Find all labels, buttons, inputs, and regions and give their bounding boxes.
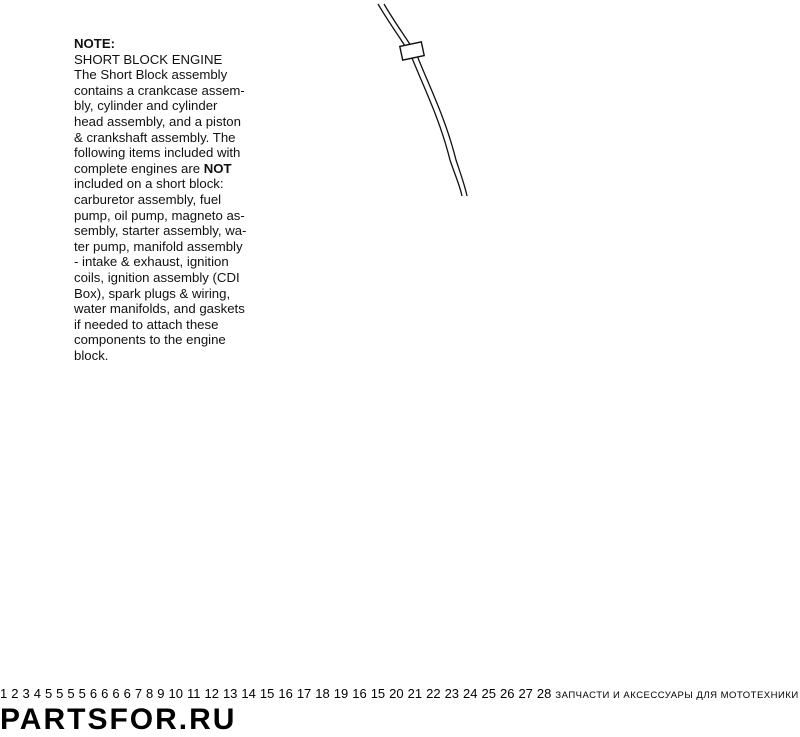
clutch-axis-line: 1 2 3 4 5 5 5 5 6 6 6 6 7 8 9 10 11 12 1…	[0, 685, 799, 736]
note-line: ter pump, manifold assembly	[74, 238, 243, 254]
callout-15-lower: 15	[370, 686, 386, 701]
note-line: bly, cylinder and cylinder	[74, 98, 218, 114]
note-line: following items included with	[74, 145, 241, 161]
note-line: sembly, starter assembly, wa-	[74, 223, 247, 239]
callout-12: 12	[204, 686, 219, 701]
parts-diagram-page: NOTE: SHORT BLOCK ENGINE The Short Block…	[74, 3, 468, 363]
note-line: head assembly, and a piston	[74, 113, 241, 129]
center-axis-line: 1 2 3 4 5 5 5 5 6 6 6 6 7 8 9 10 11 12 1…	[0, 685, 799, 736]
callout-15-upper: 15	[259, 686, 275, 701]
note-line: The Short Block assembly	[74, 67, 228, 83]
note-line: SHORT BLOCK ENGINE	[74, 51, 223, 67]
callout-5-tee: 5	[56, 686, 64, 701]
callout-18: 18	[315, 686, 330, 701]
callout-24: 24	[463, 686, 478, 701]
callout-28: 28	[536, 686, 552, 701]
callout-9: 9	[157, 686, 165, 701]
callout-13: 13	[222, 686, 238, 701]
callout-7: 7	[134, 686, 143, 701]
callout-22: 22	[426, 686, 441, 701]
callout-17: 17	[296, 686, 312, 701]
callout-25: 25	[481, 686, 496, 701]
callout-19: 19	[333, 686, 349, 701]
callout-2: 2	[11, 686, 19, 701]
note-line: carburetor assembly, fuel	[74, 191, 222, 207]
note-line: if needed to attach these	[74, 316, 219, 332]
callout-6-pump: 6	[112, 686, 120, 701]
note-line: complete engines are NOT	[74, 161, 279, 177]
callout-6-right: 6	[101, 686, 109, 701]
note-line: - intake & exhaust, ignition	[74, 254, 229, 270]
note-line: components to the engine	[74, 332, 226, 348]
callout-26: 26	[499, 686, 515, 701]
exploded-engine-diagram	[377, 3, 468, 197]
callout-14: 14	[241, 686, 256, 701]
note-emphasis: NOT	[203, 160, 232, 176]
callout-21: 21	[407, 686, 423, 701]
watermark-tagline: ЗАПЧАСТИ И АКСЕССУАРЫ ДЛЯ МОТОТЕХНИКИ	[555, 690, 799, 701]
note-line: Box), spark plugs & wiring,	[74, 285, 231, 301]
note-line: block.	[74, 347, 109, 363]
note-line: contains a crankcase assem-	[74, 82, 245, 98]
note-heading: NOTE:	[74, 36, 116, 51]
note-line: pump, oil pump, magneto as-	[74, 207, 245, 223]
watermark-brand: PARTSFOR.RU	[0, 703, 237, 736]
callout-labels: 1 2 3 4 5 5 5 5 6 6 6 6 7 8 9 10 11 12 1…	[0, 685, 555, 702]
callout-5-pump: 5	[67, 686, 75, 701]
callout-4: 4	[33, 686, 41, 701]
cable-clamp	[398, 41, 426, 61]
callout-1: 1	[0, 686, 8, 701]
callout-3: 3	[22, 686, 30, 701]
note-line: & crankshaft assembly. The	[74, 129, 236, 145]
callout-16-upper: 16	[278, 686, 293, 701]
note-line: coils, ignition assembly (CDI	[74, 269, 240, 285]
throttle-cable	[377, 3, 468, 197]
note-line: included on a short block:	[74, 176, 224, 192]
callout-27: 27	[518, 686, 533, 701]
note-line: water manifolds, and gaskets	[74, 301, 245, 317]
callout-5-hose: 5	[78, 686, 86, 701]
callout-6-hose: 6	[123, 686, 131, 701]
callout-16-lower: 16	[352, 686, 367, 701]
note-text: complete engines are	[74, 160, 204, 176]
callout-23: 23	[444, 686, 460, 701]
callout-5-top: 5	[44, 686, 53, 701]
callout-8: 8	[146, 686, 154, 701]
callout-20: 20	[389, 686, 404, 701]
callout-6-top: 6	[89, 686, 98, 701]
callout-11: 11	[186, 686, 201, 701]
callout-10: 10	[168, 686, 183, 701]
short-block-note: NOTE: SHORT BLOCK ENGINE The Short Block…	[74, 36, 279, 363]
